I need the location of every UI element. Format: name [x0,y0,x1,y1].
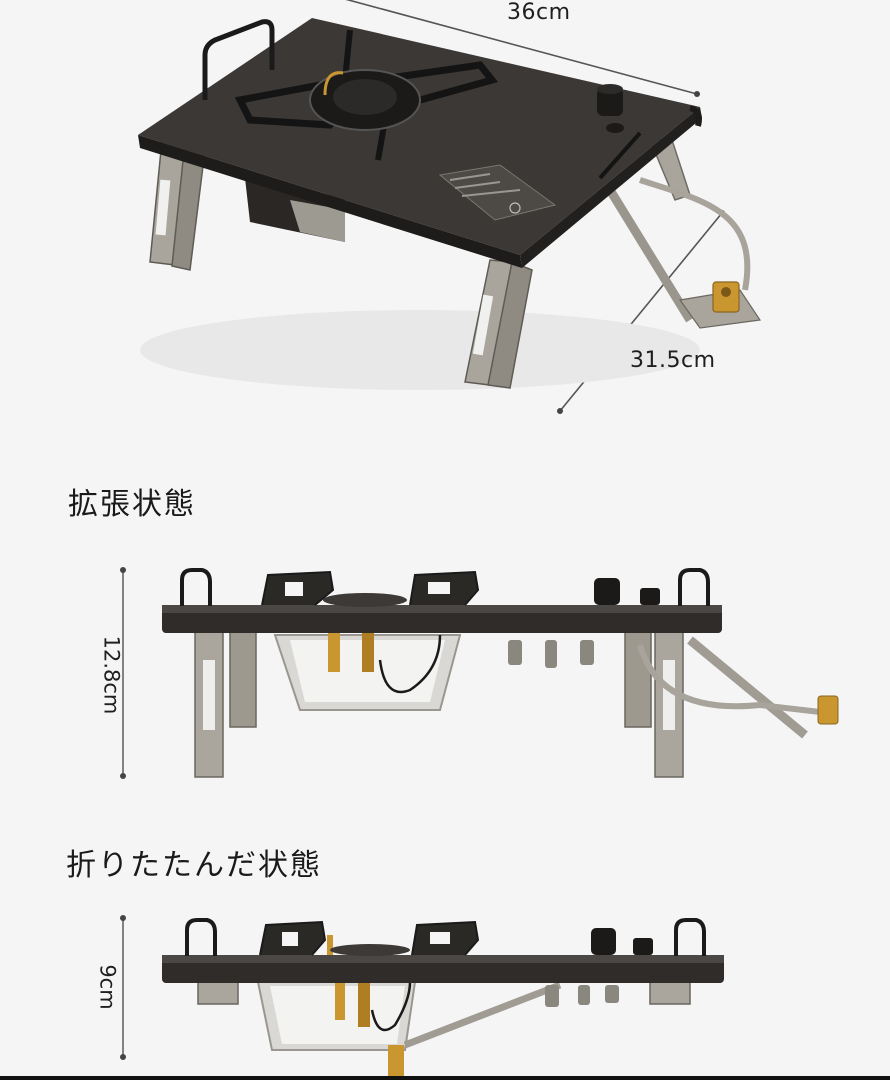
handle-right [678,568,710,606]
depth-dimension-label: 31.5cm [630,348,716,373]
expanded-height-dimension-line [120,567,126,779]
brass-connector [388,1045,404,1080]
expanded-gas-hose-arm [637,636,839,739]
carry-handle-left [202,19,275,100]
folded-height-dimension-line [120,915,126,1060]
folded-leg-right [649,981,691,1005]
handle-right [674,918,706,956]
control-knob [591,928,616,955]
burner [309,69,421,131]
brass-igniter [323,71,344,96]
folded-state-title: 折りたたんだ状態 [66,848,322,883]
gas-hose-arm [606,177,762,329]
handle-left [180,568,212,606]
leg-front-right [464,259,533,389]
warning-label [438,164,557,221]
control-knob [594,578,620,605]
folded-gas-hose-arm [403,981,562,1049]
width-dimension-line [345,0,700,97]
stove-perspective-illustration [138,0,762,414]
folded-height-label: 9cm [95,964,120,1010]
expanded-leg-left [194,631,257,778]
expanded-state-title: 拡張状態 [68,487,196,522]
folded-leg-left [197,981,239,1005]
control-knob [597,84,624,133]
bottom-border [0,1076,890,1080]
handle-left [185,918,217,956]
width-dimension-label: 36cm [507,0,571,25]
brass-connector [817,695,839,725]
expanded-leg-right [624,631,684,778]
stove-top-plate [138,18,702,268]
